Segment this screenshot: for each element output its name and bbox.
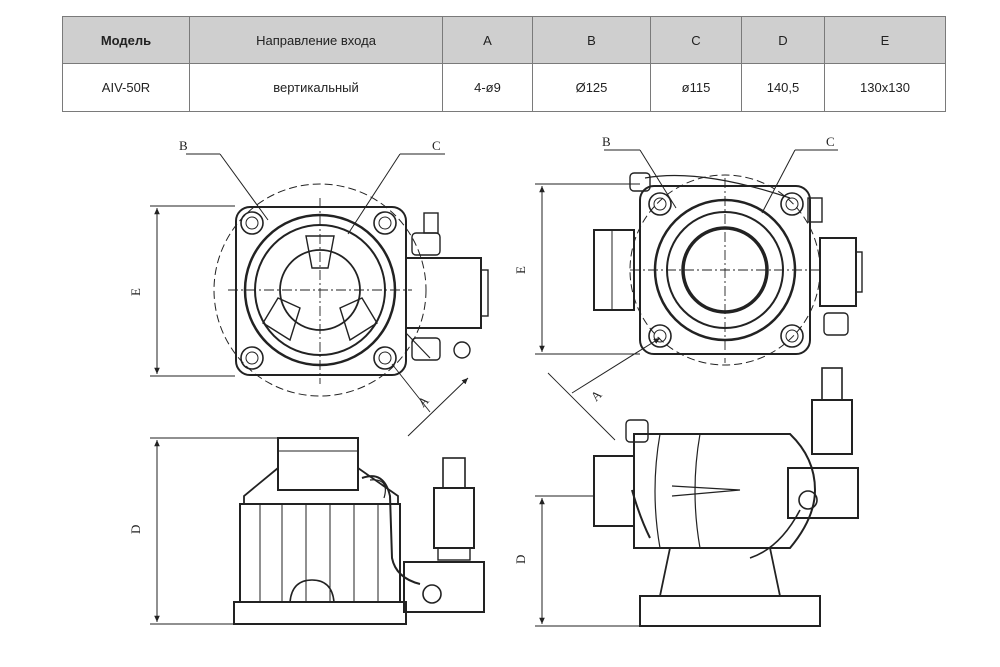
cell-inlet-direction: вертикальный [189, 63, 443, 112]
top-view-left [213, 183, 489, 397]
top-view-right [593, 172, 863, 366]
side-view-left [233, 437, 485, 625]
label-c-right: C [826, 134, 835, 149]
label-e-right: E [513, 266, 528, 274]
table-header-row: Модель Направление входа A B C D E [62, 16, 946, 64]
technical-drawing: B C E A B C E A D D [128, 134, 863, 627]
table-row: AIV-50R вертикальный 4-ø9 Ø125 ø115 140,… [62, 63, 946, 112]
header-d: D [741, 16, 825, 64]
label-b-left: B [179, 138, 188, 153]
cell-c: ø115 [650, 63, 742, 112]
label-a-right: A [588, 386, 606, 404]
label-e-left: E [128, 288, 143, 296]
label-d-right: D [513, 555, 528, 564]
label-c-left: C [432, 138, 441, 153]
label-b-right: B [602, 134, 611, 149]
cell-model: AIV-50R [62, 63, 190, 112]
header-b: B [532, 16, 651, 64]
spec-table: Модель Направление входа A B C D E AIV-5… [62, 16, 946, 112]
side-view-right [593, 367, 859, 627]
cell-a: 4-ø9 [442, 63, 533, 112]
header-c: C [650, 16, 742, 64]
header-model: Модель [62, 16, 190, 64]
label-d-left: D [128, 525, 143, 534]
header-inlet-direction: Направление входа [189, 16, 443, 64]
header-e: E [824, 16, 946, 64]
cell-e: 130x130 [824, 63, 946, 112]
cell-d: 140,5 [741, 63, 825, 112]
header-a: A [442, 16, 533, 64]
cell-b: Ø125 [532, 63, 651, 112]
